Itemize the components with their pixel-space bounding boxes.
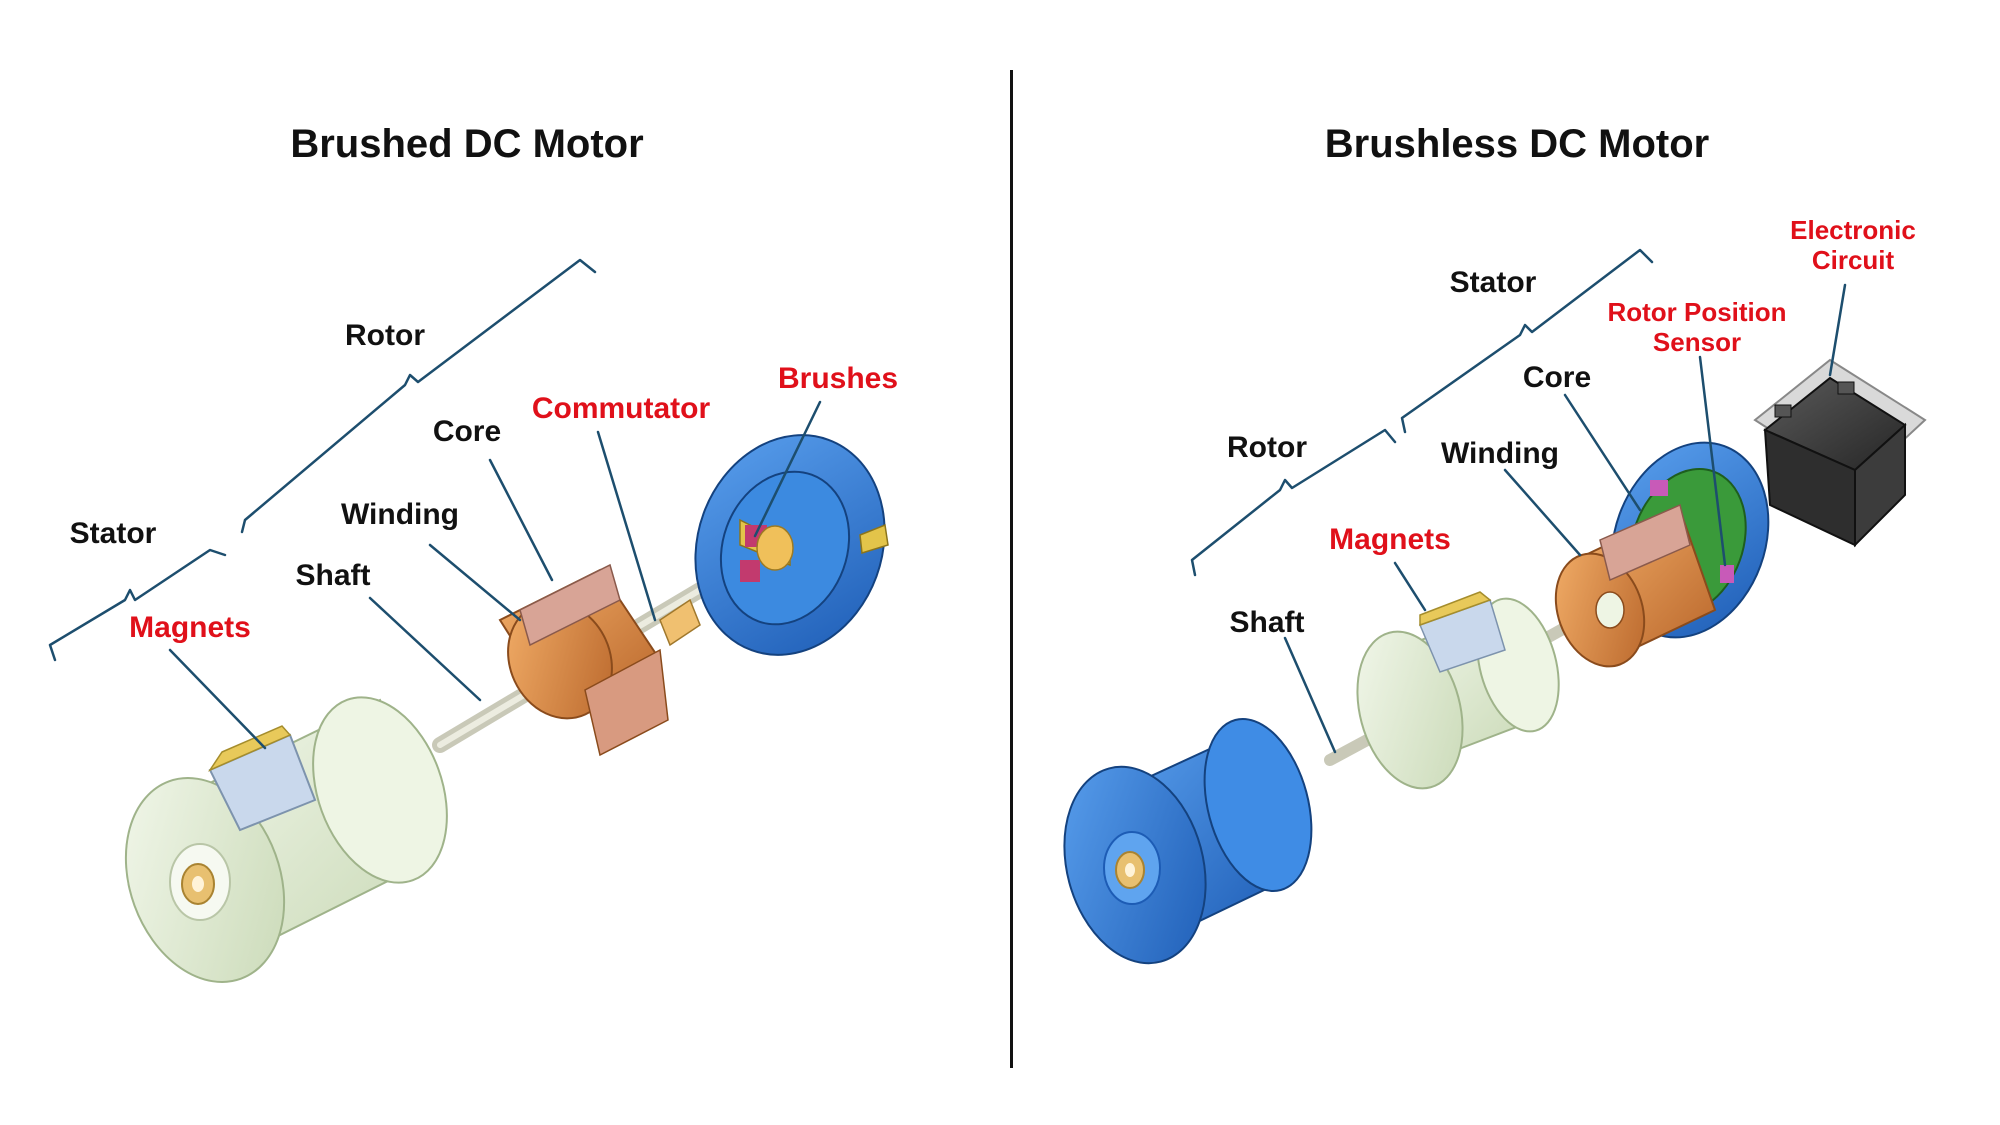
brushless-magnets-label: Magnets — [1329, 523, 1451, 556]
sensor-label-line1: Rotor Position — [1607, 297, 1787, 327]
brushless-sensor-leader — [1698, 355, 1727, 567]
brushless-core-label: Core — [1522, 361, 1592, 394]
brushless-stator-assembly — [1554, 441, 1770, 668]
brushed-shaft-label: Shaft — [295, 559, 371, 592]
brushed-magnets — [207, 725, 317, 832]
brushed-title: Brushed DC Motor — [290, 122, 644, 166]
brushless-shaft-leader — [1283, 636, 1337, 754]
brushed-core-leader — [488, 458, 554, 582]
brushed-rotor-brace — [240, 258, 597, 534]
brushless-rotor-housing — [1063, 718, 1313, 965]
brushless-rotor-magnet-cylinder — [1356, 591, 1560, 790]
brushed-brushes-leader — [753, 400, 822, 538]
brushless-electronic-circuit — [1753, 358, 1927, 548]
brushed-shaft-leader — [368, 596, 482, 702]
brushless-stator-brace — [1400, 248, 1654, 434]
brushed-stator-label: Stator — [69, 517, 157, 550]
brushless-electronic-circuit-label: Electronic Circuit — [1790, 215, 1916, 276]
brushed-commutator-label: Commutator — [531, 392, 711, 425]
brushed-stator-brace — [48, 548, 227, 662]
brushless-rotor-position-sensor-label: Rotor Position Sensor — [1607, 297, 1787, 358]
brushed-commutator-leader — [596, 430, 657, 622]
brushless-rotor-brace — [1190, 428, 1397, 577]
brushless-stator-label: Stator — [1449, 266, 1537, 299]
brushless-shaft-label: Shaft — [1229, 606, 1305, 639]
brushed-brush-cap — [694, 434, 889, 656]
brushed-armature — [498, 563, 701, 757]
circuit-label-line2: Circuit — [1811, 244, 1895, 275]
brushless-core-leader — [1563, 393, 1642, 512]
brushed-winding-leader — [428, 543, 522, 622]
brushed-magnets-label: Magnets — [129, 611, 251, 644]
brushed-magnets-leader — [168, 648, 267, 750]
brushed-rotor-label: Rotor — [345, 319, 425, 352]
brushless-magnets-leader — [1393, 561, 1427, 612]
brushed-core-label: Core — [432, 415, 502, 448]
brushed-brushes-label: Brushes — [777, 362, 899, 395]
brushed-stator-housing — [124, 696, 448, 983]
sensor-label-line2: Sensor — [1652, 326, 1742, 357]
brushless-circuit-leader — [1828, 283, 1847, 377]
panel-divider — [1010, 70, 1013, 1068]
brushless-winding-leader — [1503, 468, 1582, 557]
brushless-rotor-label: Rotor — [1227, 431, 1307, 464]
brushless-title: Brushless DC Motor — [1324, 122, 1710, 166]
circuit-label-line1: Electronic — [1790, 215, 1916, 245]
brushless-winding-label: Winding — [1440, 437, 1560, 470]
brushed-winding-label: Winding — [340, 498, 460, 531]
